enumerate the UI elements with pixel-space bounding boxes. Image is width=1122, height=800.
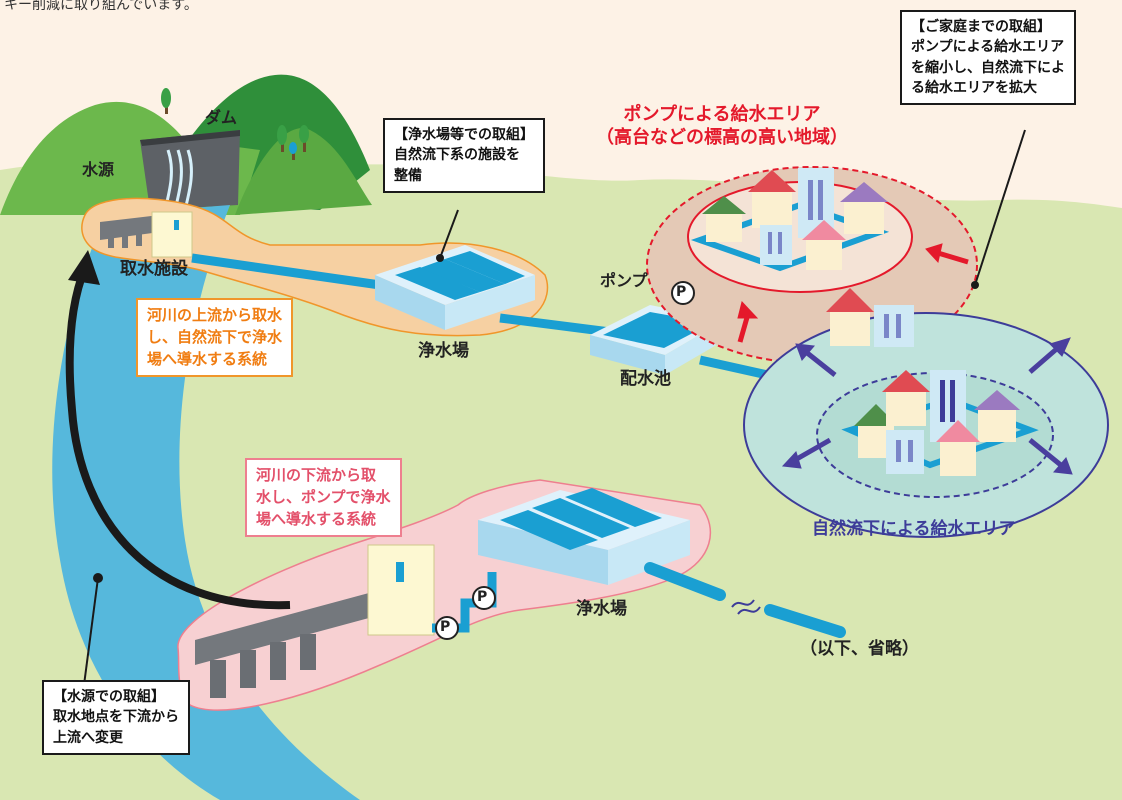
plant-callout-line: 自然流下系の施設を	[394, 147, 520, 164]
treatment-plant-upper-icon	[375, 245, 535, 330]
leader-source-dot	[93, 573, 103, 583]
dam-icon	[140, 130, 240, 211]
house-icon	[702, 168, 888, 270]
downstream-system-box: 河川の下流から取 水し、ポンプで浄水 場へ導水する系統	[245, 458, 402, 538]
red-arrow-icon	[737, 243, 969, 343]
plant-callout: 【浄水場等での取組】 自然流下系の施設を 整備	[383, 118, 545, 193]
intro-text: キー削減に取り組んでいます。	[4, 0, 198, 13]
source-change-arrow	[65, 266, 291, 610]
omitted-label: （以下、省略）	[800, 639, 919, 659]
leader-home-dot	[971, 281, 979, 289]
upstream-system-line: し、自然流下で浄水	[147, 327, 283, 346]
dam-label: ダム	[205, 108, 238, 127]
pump-icon-lower-1	[472, 586, 496, 610]
intake-facility-lower-icon	[195, 544, 435, 698]
downstream-system-line: 河川の下流から取	[256, 466, 377, 484]
home-callout-line: 【ご家庭までの取組】	[911, 19, 1051, 35]
pump-area-line-1: ポンプによる給水エリア	[623, 104, 821, 125]
pump-area-line-2: （高台などの標高の高い地域）	[596, 127, 848, 149]
plant-callout-line: 整備	[394, 167, 422, 184]
pump-area-label: ポンプによる給水エリア （高台などの標高の高い地域）	[596, 103, 848, 150]
arrow-head-icon	[68, 250, 100, 285]
pump-symbol-lower-2: P	[440, 619, 451, 635]
source-callout-line: 上流へ変更	[53, 729, 123, 746]
pump-symbol-upper: P	[676, 284, 687, 300]
treatment-plant-lower-icon	[478, 488, 690, 585]
upstream-system-line: 場へ導水する系統	[147, 349, 268, 368]
gravity-area-label: 自然流下による給水エリア	[812, 519, 1016, 539]
intake-facility-label: 取水施設	[120, 259, 188, 279]
leader-plant-dot	[436, 254, 444, 262]
downstream-system-line: 水し、ポンプで浄水	[256, 487, 391, 506]
pipe-plant-outflow	[644, 562, 726, 601]
mountain-right	[235, 128, 372, 215]
river	[52, 205, 361, 800]
pump-icon-lower-2	[435, 616, 459, 640]
home-callout-line: ポンプによる給水エリア	[911, 39, 1065, 56]
home-callout-line: る給水エリアを拡大	[911, 79, 1037, 96]
leader-home	[974, 129, 1026, 286]
distribution-reservoir-label: 配水池	[620, 369, 671, 389]
blue-arrow-icon	[781, 337, 1073, 475]
upstream-system-line: 河川の上流から取水	[147, 306, 283, 324]
source-callout-line: 【水源での取組】	[53, 689, 165, 705]
leader-plant	[439, 209, 459, 259]
pump-symbol-lower-1: P	[477, 589, 488, 605]
water-source-label: 水源	[82, 160, 115, 179]
house-icon-middle	[826, 288, 914, 347]
tree-icon	[161, 88, 309, 160]
home-callout: 【ご家庭までの取組】 ポンプによる給水エリア を縮小し、自然流下によ る給水エリ…	[900, 10, 1076, 106]
source-callout-line: 取水地点を下流から	[53, 709, 179, 726]
home-callout-line: を縮小し、自然流下によ	[911, 59, 1065, 76]
wave-icon	[731, 599, 761, 615]
source-callout: 【水源での取組】 取水地点を下流から 上流へ変更	[42, 680, 190, 755]
plant-callout-line: 【浄水場等での取組】	[394, 127, 534, 143]
intake-facility-icon	[100, 211, 193, 258]
downstream-system-line: 場へ導水する系統	[256, 509, 377, 528]
pipe-omitted	[764, 604, 846, 638]
pump-icon	[671, 281, 695, 305]
pipe-plant-to-reservoir	[499, 313, 611, 337]
house-icon-lower	[854, 370, 1020, 476]
treatment-plant-lower-label: 浄水場	[576, 599, 627, 619]
pump-label: ポンプ	[600, 271, 648, 290]
leader-source	[83, 577, 99, 686]
upstream-system-box: 河川の上流から取水 し、自然流下で浄水 場へ導水する系統	[136, 298, 294, 378]
treatment-plant-upper-label: 浄水場	[418, 341, 469, 361]
pipe-intake-to-plant	[191, 253, 381, 290]
